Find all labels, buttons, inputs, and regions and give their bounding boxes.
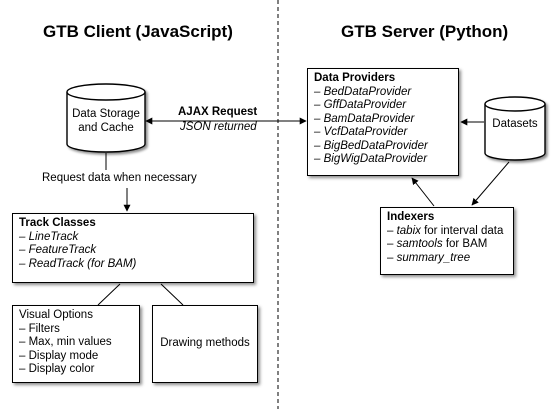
track-classes-title: Track Classes (19, 217, 96, 229)
data-storage-cylinder (66, 83, 146, 153)
data-providers-list: BedDataProvider GffDataProvider BamDataP… (314, 86, 452, 167)
visual-option-item: Display color (19, 363, 133, 377)
drawing-methods-box: Drawing methods (152, 305, 258, 383)
indexer-tool-name: summary_tree (396, 251, 471, 264)
indexer-tool-desc: for BAM (442, 238, 488, 250)
data-storage-label: Data Storage and Cache (67, 107, 145, 135)
indexer-item: samtools for BAM (387, 238, 507, 252)
provider-item: BigBedDataProvider (314, 140, 452, 154)
provider-item: GffDataProvider (314, 99, 452, 113)
indexers-to-providers-arrow (411, 177, 435, 207)
indexers-title: Indexers (387, 211, 435, 223)
datasets-to-indexers-arrow (471, 161, 510, 206)
indexer-item: tabix for interval data (387, 225, 507, 239)
datasets-label: Datasets (492, 118, 538, 130)
track-class-item: FeatureTrack (19, 244, 247, 258)
indexer-item: summary_tree (387, 252, 507, 266)
visual-options-list: Filters Max, min values Display mode Dis… (19, 323, 133, 377)
indexer-tool-desc: for interval data (420, 224, 504, 237)
visual-options-title: Visual Options (19, 309, 93, 321)
visual-option-item: Max, min values (19, 336, 133, 350)
request-data-note: Request data when necessary (42, 172, 197, 184)
visual-option-item: Display mode (19, 350, 133, 364)
json-returned-label: JSON returned (180, 121, 257, 133)
client-heading: GTB Client (JavaScript) (43, 22, 233, 41)
indexers-list: tabix for interval data samtools for BAM… (387, 225, 507, 266)
ajax-request-label: AJAX Request (178, 106, 258, 118)
datasets-cylinder (484, 96, 546, 161)
track-class-item: LineTrack (19, 231, 247, 245)
track-classes-list: LineTrack FeatureTrack ReadTrack (for BA… (19, 231, 247, 272)
server-heading: GTB Server (Python) (341, 22, 509, 41)
data-providers-box: Data Providers BedDataProvider GffDataPr… (307, 68, 459, 176)
tracks-to-visual-line (97, 283, 121, 306)
data-providers-title: Data Providers (314, 72, 396, 84)
data-storage-line1: Data Storage (72, 108, 140, 120)
provider-item: BamDataProvider (314, 113, 452, 127)
track-classes-box: Track Classes LineTrack FeatureTrack Rea… (12, 213, 254, 283)
visual-options-box: Visual Options Filters Max, min values D… (12, 305, 140, 383)
provider-item: VcfDataProvider (314, 126, 452, 140)
indexers-box: Indexers tabix for interval data samtool… (380, 207, 514, 275)
visual-option-item: Filters (19, 323, 133, 337)
track-class-item: ReadTrack (for BAM) (19, 258, 247, 272)
tracks-to-drawing-line (160, 283, 184, 306)
data-storage-line2: and Cache (78, 122, 134, 134)
indexer-tool-name: tabix (396, 224, 421, 237)
provider-item: BigWigDataProvider (314, 153, 452, 167)
indexer-tool-name: samtools (396, 238, 443, 250)
provider-item: BedDataProvider (314, 86, 452, 100)
drawing-methods-label: Drawing methods (160, 337, 250, 350)
